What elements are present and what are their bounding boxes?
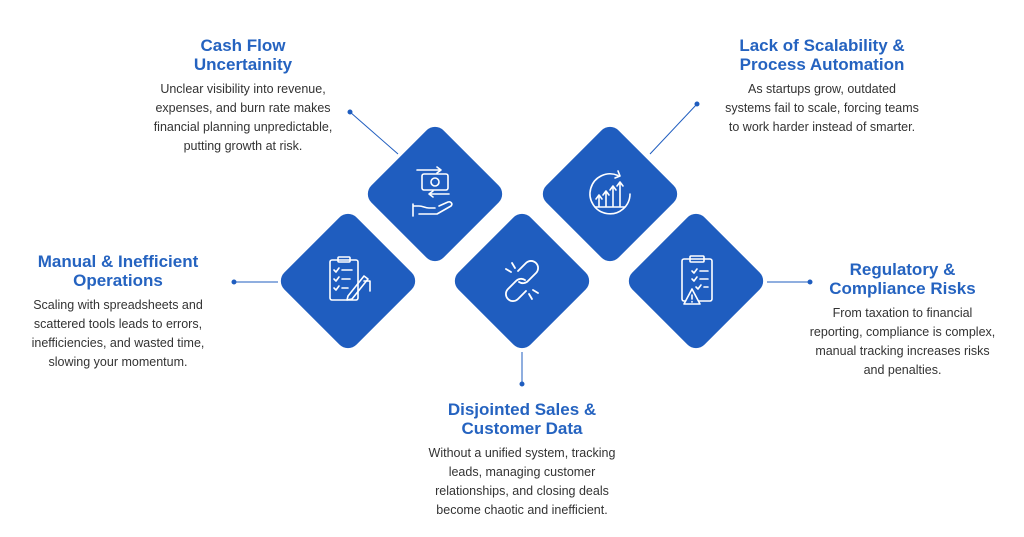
connector-dot-disjointed (519, 381, 525, 387)
manual-title: Manual & Inefficient Operations (9, 252, 227, 290)
desc-line: inefficiencies, and wasted time, (31, 336, 205, 350)
manual-title-line: Operations (73, 271, 163, 290)
desc-line: and penalties. (863, 363, 942, 377)
cashflow-title: Cash Flow Uncertainity (123, 36, 363, 74)
manual-block: Manual & Inefficient Operations Scaling … (9, 252, 227, 372)
money-exchange-icon (412, 166, 453, 217)
regulatory-block: Regulatory & Compliance Risks From taxat… (790, 260, 1015, 380)
cashflow-description: Unclear visibility into revenue, expense… (123, 80, 363, 156)
desc-line: expenses, and burn rate makes (155, 101, 331, 115)
connector-cashflow (349, 111, 399, 155)
desc-line: relationships, and closing deals (435, 484, 609, 498)
desc-line: scattered tools leads to errors, (33, 317, 203, 331)
connector-dot-cashflow (347, 109, 353, 115)
desc-line: manual tracking increases risks (815, 344, 990, 358)
disjointed-description: Without a unified system, tracking leads… (397, 444, 647, 520)
regulatory-title: Regulatory & Compliance Risks (790, 260, 1015, 298)
desc-line: putting growth at risk. (183, 139, 303, 153)
desc-line: Scaling with spreadsheets and (33, 298, 203, 312)
connector-dot-scalability (694, 101, 700, 107)
desc-line: reporting, compliance is complex, (809, 325, 996, 339)
desc-line: As startups grow, outdated (747, 82, 896, 96)
disjointed-title-line: Disjointed Sales & (447, 400, 597, 419)
broken-link-icon (505, 260, 539, 302)
desc-line: become chaotic and inefficient. (436, 503, 608, 517)
compliance-clipboard-icon (681, 255, 713, 305)
growth-chart-icon (589, 170, 631, 215)
scalability-title-line: Lack of Scalability & (739, 36, 905, 55)
scalability-title-line: Process Automation (739, 55, 905, 74)
desc-line: Unclear visibility into revenue, (160, 82, 326, 96)
regulatory-title-line: Compliance Risks (829, 279, 976, 298)
desc-line: leads, managing customer (448, 465, 596, 479)
desc-line: to work harder instead of smarter. (728, 120, 916, 134)
connector-scalability (649, 103, 698, 155)
desc-line: From taxation to financial (832, 306, 973, 320)
desc-line: slowing your momentum. (48, 355, 188, 369)
cashflow-title-line: Uncertainity (193, 55, 293, 74)
manual-title-line: Manual & Inefficient (37, 252, 199, 271)
cashflow-title-line: Cash Flow (200, 36, 286, 55)
desc-line: systems fail to scale, forcing teams (725, 101, 919, 115)
checklist-edit-icon (329, 256, 371, 301)
scalability-description: As startups grow, outdated systems fail … (697, 80, 947, 137)
scalability-title: Lack of Scalability & Process Automation (697, 36, 947, 74)
regulatory-description: From taxation to financial reporting, co… (790, 304, 1015, 380)
desc-line: financial planning unpredictable, (153, 120, 333, 134)
desc-line: Without a unified system, tracking (428, 446, 616, 460)
cashflow-block: Cash Flow Uncertainity Unclear visibilit… (123, 36, 363, 156)
disjointed-title-line: Customer Data (461, 419, 583, 438)
regulatory-title-line: Regulatory & (849, 260, 956, 279)
connector-dot-manual (231, 279, 237, 285)
disjointed-block: Disjointed Sales & Customer Data Without… (397, 400, 647, 520)
manual-description: Scaling with spreadsheets and scattered … (9, 296, 227, 372)
connector-dot-regulatory (807, 279, 813, 285)
disjointed-title: Disjointed Sales & Customer Data (397, 400, 647, 438)
scalability-block: Lack of Scalability & Process Automation… (697, 36, 947, 137)
